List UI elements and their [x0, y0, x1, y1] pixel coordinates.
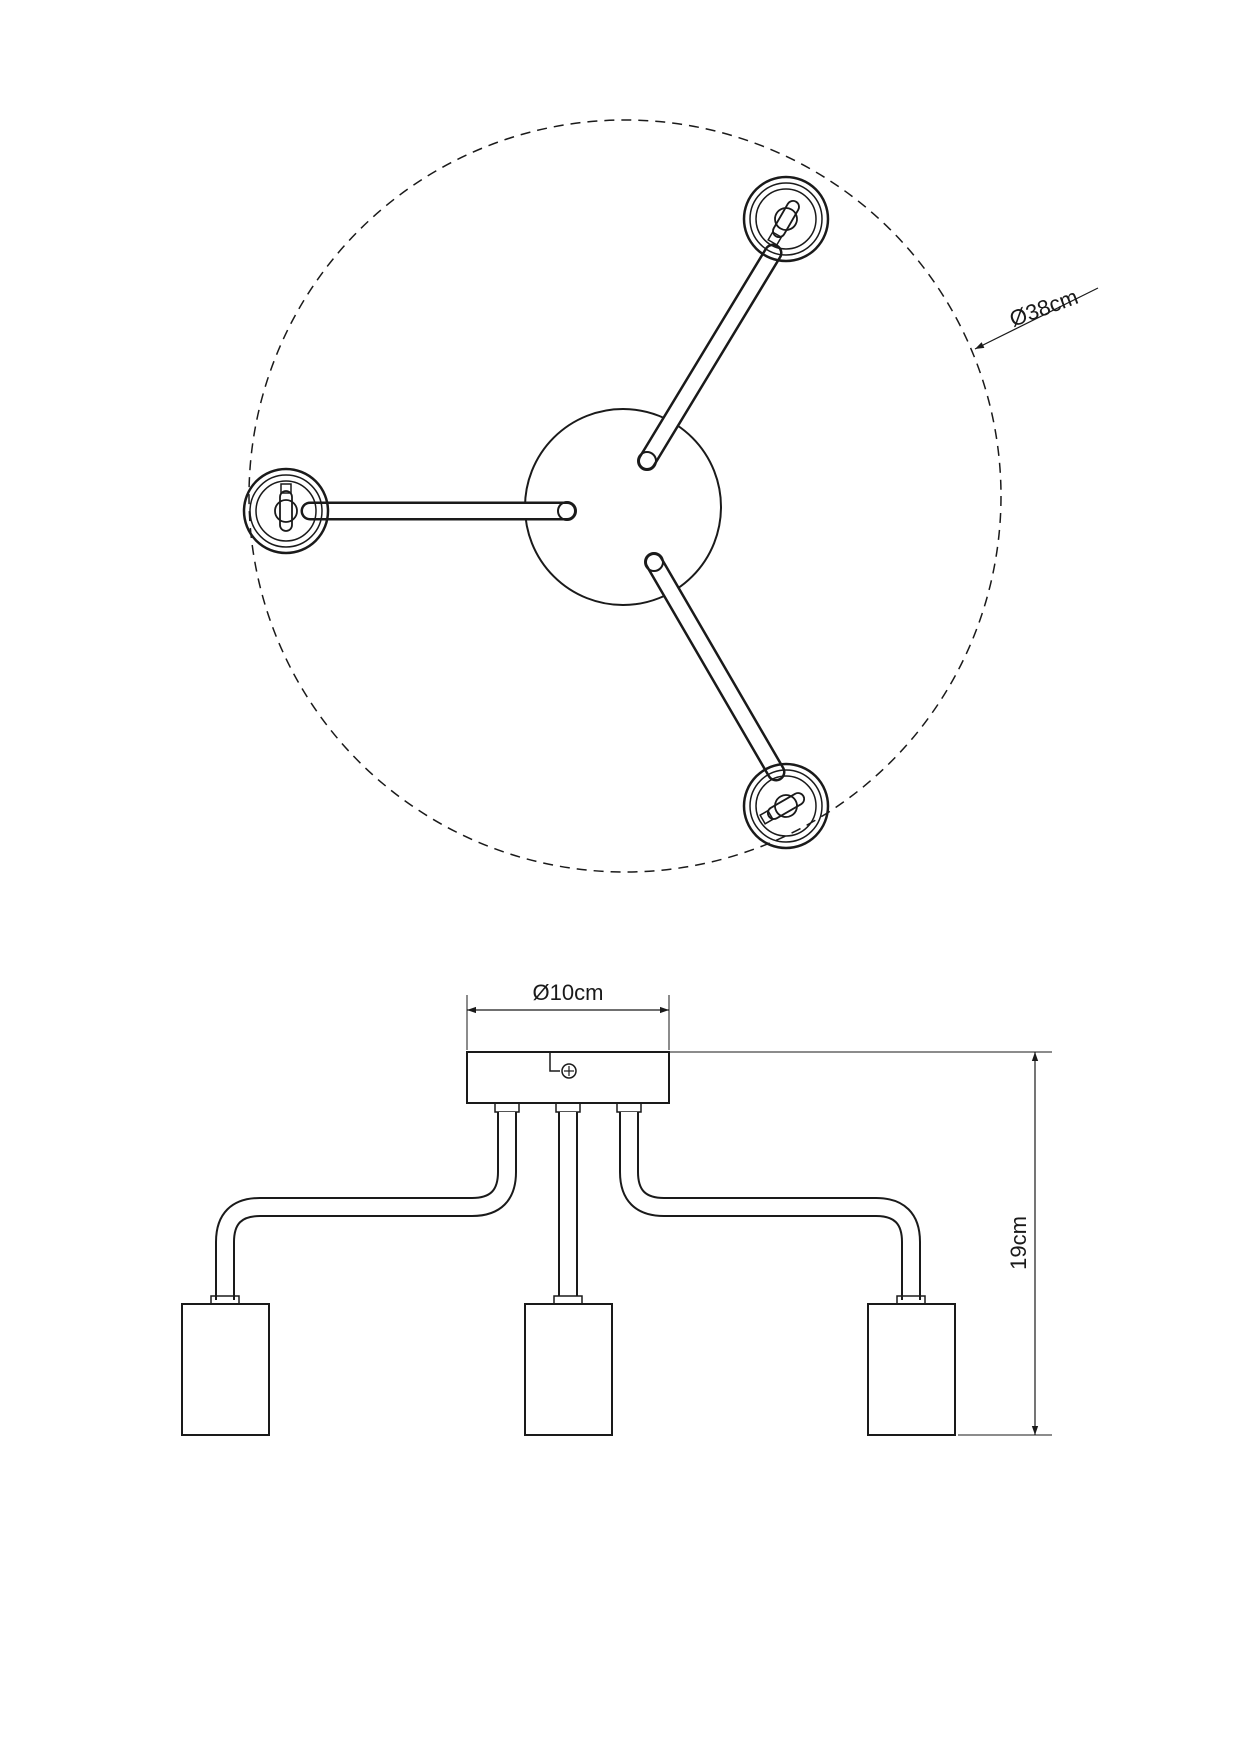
- side-arm-left: [215, 1112, 517, 1300]
- top-socket-upper-right: [742, 175, 830, 263]
- top-socket-left: [242, 467, 330, 555]
- top-arm-lower-right: [644, 552, 786, 782]
- side-lamp-holder-center: [524, 1303, 613, 1436]
- side-arm-right: [619, 1112, 921, 1300]
- canopy-diameter-label: Ø10cm: [533, 980, 604, 1005]
- canopy-diameter-dimension: Ø10cm: [466, 980, 670, 1050]
- top-view: Ø38cm: [242, 119, 1099, 873]
- side-canopy: [466, 1051, 670, 1104]
- height-dimension: 19cm: [669, 1051, 1052, 1436]
- side-lamp-holder-right: [867, 1303, 956, 1436]
- side-lamp-holder-left: [181, 1303, 270, 1436]
- top-arm-left: [300, 501, 577, 521]
- top-socket-lower-right: [742, 762, 830, 850]
- ground-screw-icon: [561, 1063, 577, 1079]
- outer-diameter-label: Ø38cm: [1006, 284, 1081, 332]
- outer-diameter-dimension: Ø38cm: [974, 284, 1099, 350]
- height-label: 19cm: [1006, 1216, 1031, 1270]
- outer-diameter-circle: [248, 119, 1002, 873]
- side-view: Ø10cm 19cm: [181, 980, 1052, 1436]
- top-arm-upper-right: [637, 243, 783, 471]
